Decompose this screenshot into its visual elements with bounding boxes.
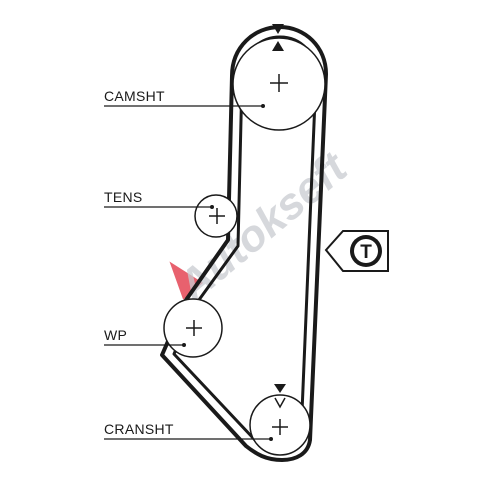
camshaft-pulley (232, 24, 326, 131)
watermark-accent (169, 261, 204, 300)
tensioner-label: TENS (104, 189, 143, 205)
tension-badge-ring (354, 239, 378, 263)
crankshaft-pulley-mark-icon (274, 397, 286, 409)
tension-badge-letter: T (360, 242, 372, 263)
camshaft-pulley-mark-icon (272, 41, 284, 51)
water-pump-leader (104, 343, 186, 347)
tension-side-badge: T (324, 230, 389, 272)
belt-outer (160, 25, 328, 462)
crankshaft-leader-dot (269, 437, 273, 441)
tensioner-leader (104, 205, 214, 209)
water-pump-label: WP (104, 327, 127, 343)
crankshaft-label: CRANSHT (104, 421, 174, 437)
tensioner-leader-dot (210, 205, 214, 209)
crankshaft-leader (104, 437, 273, 441)
camshaft-leader (104, 104, 265, 108)
crankshaft-pulley (249, 384, 311, 456)
crankshaft-timing-mark-icon (274, 384, 286, 393)
camshaft-timing-mark-icon (272, 24, 284, 34)
camshaft-leader-dot (261, 104, 265, 108)
watermark-logo: Autokseft (168, 142, 357, 312)
water-pump-pulley (163, 298, 223, 358)
water-pump-leader-dot (182, 343, 186, 347)
tensioner-pulley (194, 194, 238, 238)
camshaft-label: CAMSHT (104, 88, 165, 104)
